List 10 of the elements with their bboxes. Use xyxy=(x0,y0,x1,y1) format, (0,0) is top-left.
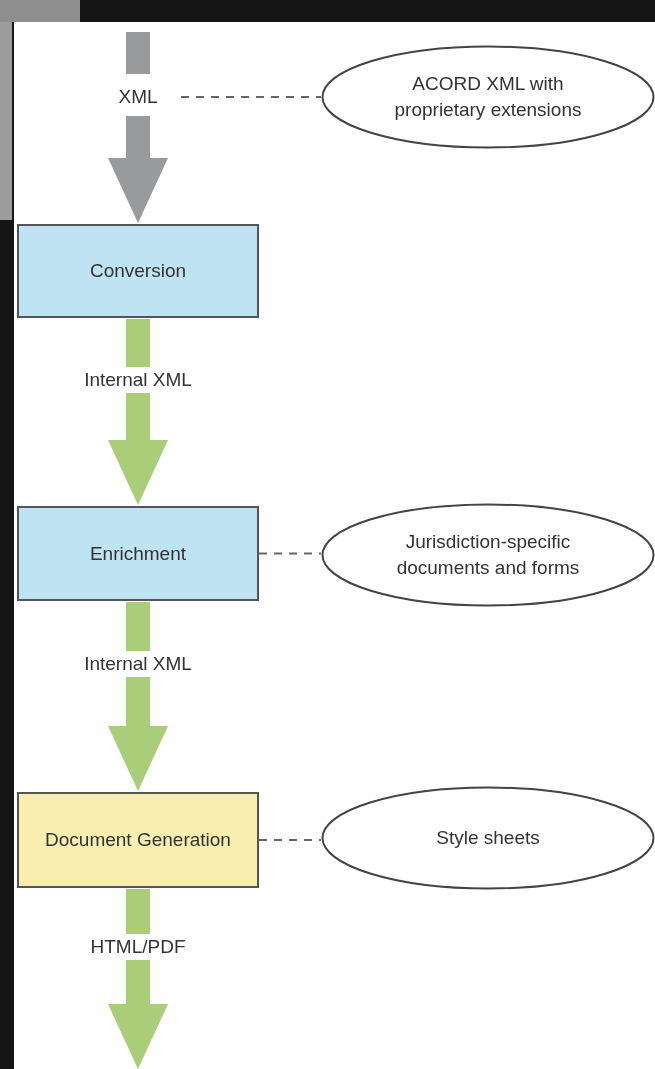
ellipse-label: Jurisdiction-specific documents and forms xyxy=(395,530,581,580)
process-box xyxy=(17,224,259,318)
process-box xyxy=(17,506,259,601)
process-label: Enrichment xyxy=(89,541,187,566)
ellipse-label: Style sheets xyxy=(436,826,540,851)
process-label: Conversion xyxy=(89,259,187,284)
process-box xyxy=(17,792,259,888)
ellipse-label: ACORD XML with proprietary extensions xyxy=(393,72,583,122)
process-label: Document Generation xyxy=(45,828,231,853)
flow-label: XML xyxy=(118,85,158,110)
